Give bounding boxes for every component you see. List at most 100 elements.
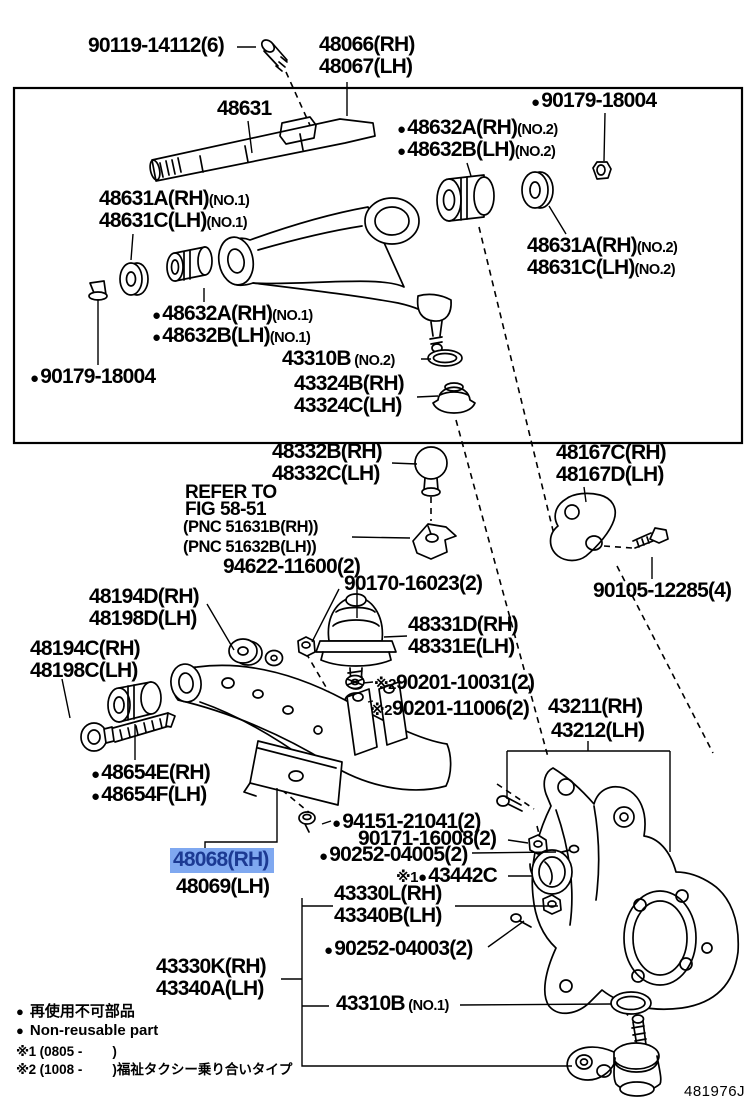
ball-joint-ring-no2-drawing <box>427 349 463 367</box>
part-label-48631: 48631 <box>217 97 272 120</box>
part-label-48067-lh: 48067(LH) <box>319 56 413 77</box>
part-label-90179-18004-top: ●90179-18004 <box>531 90 657 111</box>
part-label-legend-en: ●Non-reusable part <box>16 1023 158 1038</box>
part-number-text: 43442C <box>428 864 498 887</box>
part-label-pnc-lh: (PNC 51632B(LH)) <box>183 538 317 556</box>
knuckle-ring-no1-drawing <box>610 991 652 1015</box>
part-number-text: 90105-12285(4) <box>593 579 732 602</box>
part-label-48167c: 48167C(RH) <box>556 442 667 463</box>
part-label-48331d: 48331D(RH) <box>408 613 519 636</box>
part-label-43330k: 43330K(RH) <box>156 955 267 978</box>
arm-mount-bolt-drawing <box>298 811 316 833</box>
part-number-text: 48198D(LH) <box>89 607 197 630</box>
part-number-text: 43330L(RH) <box>334 882 442 905</box>
part-number-text: 48194D(RH) <box>89 585 200 608</box>
position-number-text: (NO.2) <box>517 122 558 138</box>
part-label-90171-16008: 90171-16008(2) <box>358 827 497 850</box>
part-label-43310b-no1: 43310B (NO.1) <box>336 993 449 1014</box>
part-label-48332b: 48332B(RH) <box>272 441 383 462</box>
steering-stop-bracket-drawing <box>549 492 633 562</box>
upper-arm-rear-washer-drawing <box>521 171 554 209</box>
part-label-90179-18004-left: ●90179-18004 <box>30 365 156 388</box>
non-reusable-bullet-icon: ● <box>332 815 341 832</box>
part-number-text: FIG 58-51 <box>185 499 267 520</box>
part-number-text: 48066(RH) <box>319 33 415 56</box>
part-number-text: 48198C(LH) <box>30 659 138 682</box>
part-number-text: 48069(LH) <box>176 875 270 898</box>
part-number-text: 48654E(RH) <box>101 761 211 784</box>
part-label-43211: 43211(RH) <box>548 696 643 717</box>
part-number-text: 43324B(RH) <box>294 372 405 395</box>
part-number-text: (PNC 51632B(LH)) <box>183 538 317 556</box>
part-number-text: 43324C(LH) <box>294 394 402 417</box>
part-label-43310b-no2: 43310B (NO.2) <box>282 348 395 369</box>
part-label-94151-21041: ●94151-21041(2) <box>332 811 481 832</box>
part-label-48167d: 48167D(LH) <box>556 464 664 485</box>
upper-arm-bushing-no1-drawing <box>166 246 213 282</box>
part-number-text: 43330K(RH) <box>156 955 267 978</box>
part-label-43330l: 43330L(RH) <box>334 883 442 904</box>
part-number-text: 48332C(LH) <box>272 462 380 485</box>
part-number-text: 90119-14112(6) <box>88 34 225 57</box>
part-number-text: (PNC 51631B(RH)) <box>183 518 319 536</box>
part-label-90201-10031: ※290201-10031(2) <box>374 672 535 693</box>
part-number-text: 48631 <box>217 97 272 120</box>
part-label-fig-code: 481976J <box>684 1084 745 1099</box>
upper-arm-bushing-no2-drawing <box>436 174 495 222</box>
position-number-text: (NO.1) <box>404 998 449 1014</box>
part-number-text: 90179-18004 <box>40 365 156 388</box>
dashed-assembly-lines <box>253 71 714 1019</box>
part-number-text: REFER TO <box>185 482 277 503</box>
position-number-text: (NO.2) <box>634 262 676 278</box>
steering-knuckle-drawing <box>529 767 740 1015</box>
shock-lower-seat-drawing <box>315 593 397 690</box>
cone-plug-drawing <box>88 280 108 301</box>
part-number-text: 90171-16008(2) <box>358 827 497 850</box>
part-number-text: 90252-04003(2) <box>334 937 473 960</box>
knuckle-bolt-drawing <box>496 795 523 812</box>
part-number-text: 90201-11006(2) <box>391 697 530 720</box>
non-reusable-bullet-icon: ● <box>91 766 100 783</box>
part-label-48632a-no1: ●48632A(RH)(NO.1) <box>152 303 313 324</box>
part-number-text: 再使用不可部品 <box>29 1003 135 1020</box>
part-label-refer-2: FIG 58-51 <box>185 499 267 520</box>
part-number-text: 48631C(LH) <box>99 209 207 232</box>
part-label-90252-04003: ●90252-04003(2) <box>324 938 473 959</box>
part-label-48069-lh: 48069(LH) <box>176 875 270 898</box>
part-label-43324c: 43324C(LH) <box>294 395 402 416</box>
part-number-text: (0805 - ) <box>39 1044 117 1059</box>
part-label-48198c: 48198C(LH) <box>30 660 138 681</box>
part-label-43442c: ※1●43442C <box>396 864 498 887</box>
part-label-90170-16023: 90170-16023(2) <box>344 573 483 594</box>
note-mark: ※1 <box>396 869 418 886</box>
part-number-text: 48631A(RH) <box>99 187 210 210</box>
part-number-text: 43310B <box>282 347 352 370</box>
non-reusable-bullet-icon: ● <box>417 869 427 886</box>
seat-nut-drawing <box>297 636 316 657</box>
non-reusable-bullet-icon: ● <box>30 370 39 387</box>
position-number-text: (NO.2) <box>350 353 395 369</box>
dust-seal-ring-drawing <box>531 849 573 895</box>
non-reusable-bullet-icon: ● <box>91 788 100 805</box>
frame-bracket-clamp-drawing <box>412 523 457 560</box>
stud-ball-drawing <box>414 446 448 497</box>
part-label-90105-12285: 90105-12285(4) <box>593 579 732 602</box>
upper-control-arm-drawing <box>217 197 452 353</box>
non-reusable-bullet-icon: ● <box>531 94 540 111</box>
part-number-text: 48068(RH) <box>173 848 269 871</box>
shaft-nut-drawing <box>592 161 612 180</box>
part-label-48068-rh-selected: 48068(RH) <box>170 848 274 874</box>
part-number-text: 48331D(RH) <box>408 613 519 636</box>
frame-box <box>12 86 744 445</box>
note-mark: ※1 <box>16 1044 36 1059</box>
part-number-text: (1008 - )福祉タクシー乗り合いタイプ <box>39 1062 293 1077</box>
stop-bolt-drawing <box>632 527 669 549</box>
position-number-text: (NO.2) <box>514 144 556 160</box>
part-label-48331e: 48331E(LH) <box>408 635 515 658</box>
part-number-text: 48654F(LH) <box>101 783 207 806</box>
part-number-text: 48331E(LH) <box>408 635 515 658</box>
non-reusable-bullet-icon: ● <box>324 942 333 959</box>
part-number-text: 43212(LH) <box>551 719 645 742</box>
washer-10031-drawing <box>345 674 365 690</box>
